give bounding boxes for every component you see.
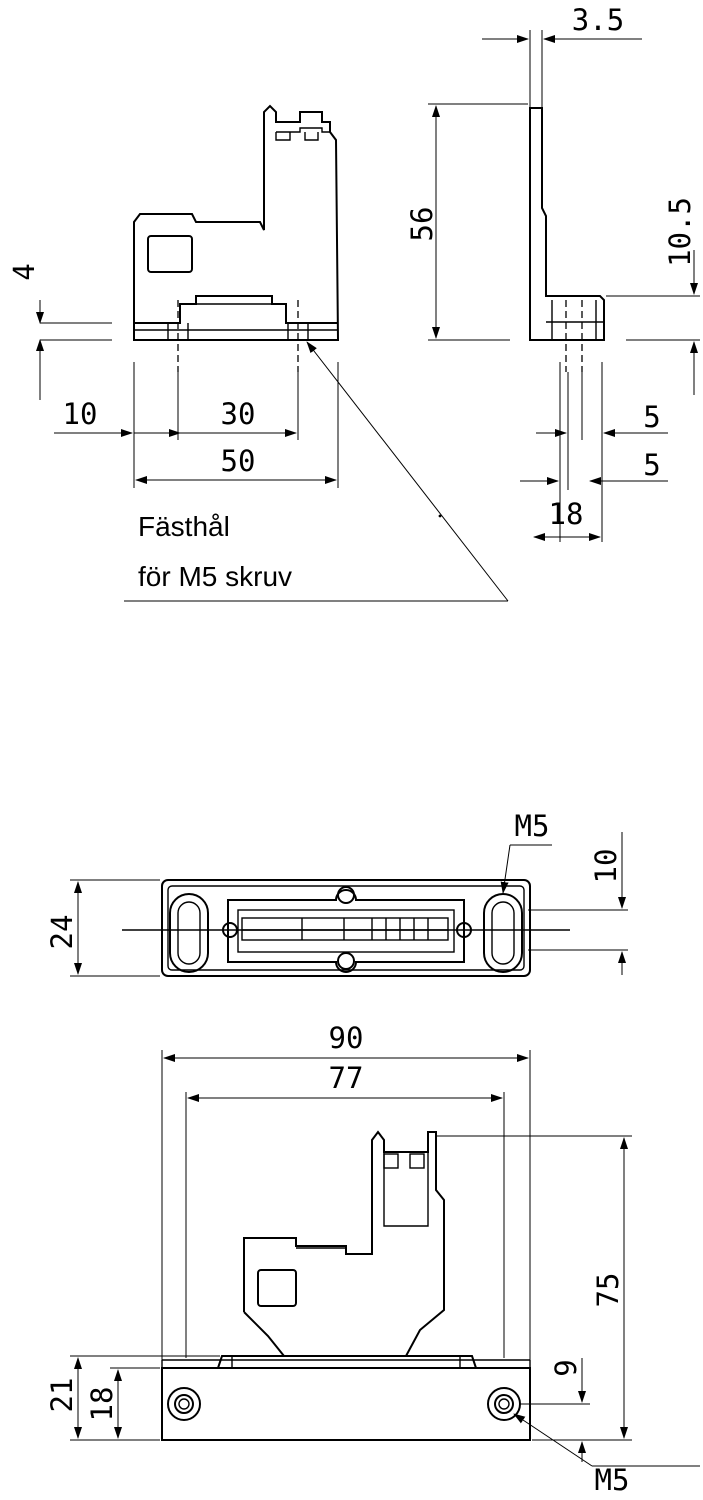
mount-slot-left — [169, 893, 209, 973]
dim-slot-10: 10 — [589, 849, 623, 884]
dim-base-21: 21 — [45, 1378, 79, 1413]
dim-offset-10: 10 — [63, 397, 98, 431]
callout-line-1: Fästhål — [138, 511, 230, 542]
dim-thickness-3-5: 3.5 — [572, 3, 624, 37]
label-m5-bottom: M5 — [595, 1463, 630, 1497]
window-large — [257, 1269, 297, 1307]
side-profile — [529, 107, 605, 341]
side-view-small: 3.5 56 10.5 5 5 18 — [405, 3, 700, 542]
pin-top — [337, 886, 355, 904]
dim-offset-5-a: 5 — [643, 400, 660, 434]
mount-slot-right — [483, 893, 523, 973]
front-view-small: 4 10 30 50 Fästhål för M5 skruv — [7, 104, 509, 602]
dim-width-90: 90 — [329, 1021, 364, 1055]
bolt-left-outer — [167, 1387, 201, 1421]
dim-offset-5-b: 5 — [643, 448, 660, 482]
tongue-slot — [276, 127, 330, 133]
dim-height-56: 56 — [405, 207, 439, 242]
dim-hole-9: 9 — [549, 1359, 583, 1376]
plate-outline — [161, 879, 531, 977]
dim-width-50: 50 — [221, 444, 256, 478]
dim-base-18: 18 — [85, 1387, 119, 1422]
dim-height-24: 24 — [45, 915, 79, 950]
dim-base-10-5: 10.5 — [663, 197, 697, 267]
dim-height-75: 75 — [591, 1273, 625, 1308]
dim-width-77: 77 — [329, 1061, 364, 1095]
front-view-large: 90 77 75 21 18 9 M5 — [45, 1021, 700, 1497]
callout-line-2: för M5 skruv — [138, 561, 292, 592]
center-housing — [227, 889, 465, 973]
dim-depth-18: 18 — [549, 497, 584, 531]
dim-hole-spacing-30: 30 — [221, 397, 256, 431]
base-plate — [161, 1367, 531, 1441]
window-opening — [147, 235, 193, 273]
small-actuator-outline — [133, 104, 340, 341]
top-view-large: 24 10 M5 — [45, 809, 628, 977]
label-m5-top: M5 — [515, 809, 550, 843]
large-actuator-outline — [243, 1130, 445, 1357]
pin-bottom — [337, 952, 355, 970]
dim-height-4: 4 — [7, 263, 41, 280]
base-recess — [134, 295, 338, 324]
